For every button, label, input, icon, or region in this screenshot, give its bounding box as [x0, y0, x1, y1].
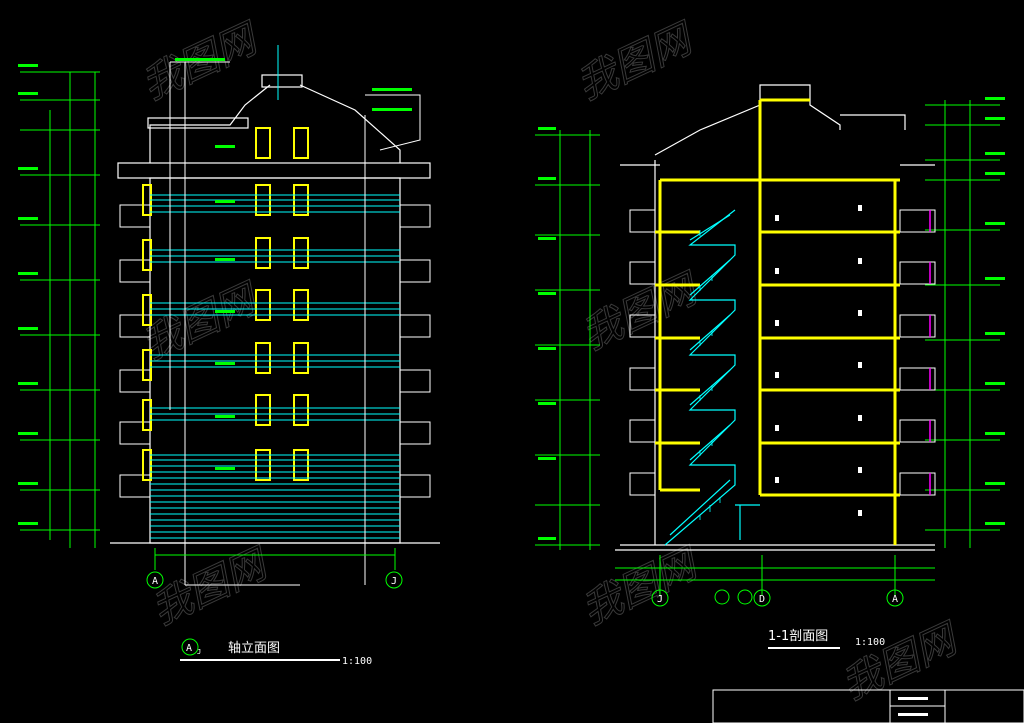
axis-label: A [892, 594, 898, 605]
watermark: 我图网 [570, 15, 703, 110]
axis-bubble-j [651, 589, 669, 607]
watermark-layer: 我图网 我图网 我图网 我图网 我图网 我图网 我图网 [134, 14, 968, 710]
title-bubble [181, 638, 199, 656]
elevation-title: 轴立面图 [228, 641, 280, 656]
level-markers [18, 64, 38, 525]
section-dimension-chain-right [925, 100, 1000, 548]
elevation-scale: 1:100 [342, 656, 372, 667]
section-title: 1-1剖面图 [768, 629, 828, 644]
title-block-text [898, 697, 928, 716]
axis-label: J [657, 594, 663, 605]
stair-treads [699, 230, 721, 520]
section-scale: 1:100 [855, 637, 885, 648]
cladding-lines [150, 45, 400, 539]
title-axis-from: A [186, 643, 192, 654]
axis-bubble-a [146, 571, 164, 589]
axis-label: A [152, 576, 158, 587]
staircase [664, 209, 760, 546]
axis-label: J [391, 576, 397, 587]
section-dimension-chain-left [535, 130, 600, 550]
section-balconies-right [899, 209, 936, 496]
axis-bubble-d [753, 589, 771, 607]
title-axis-to: J [197, 648, 201, 656]
side-windows [142, 184, 152, 481]
title-block [712, 689, 1024, 723]
watermark: 我图网 [575, 540, 708, 635]
axis-bubble-a [886, 589, 904, 607]
section-base-dimension [615, 555, 935, 605]
elevation-notes [175, 58, 412, 470]
section-notes [775, 205, 862, 516]
watermark: 我图网 [835, 615, 968, 710]
axis-bubble-j [385, 571, 403, 589]
floor-slabs [655, 98, 900, 545]
facade-windows [255, 127, 309, 481]
base-dimension [154, 548, 396, 570]
watermark: 我图网 [145, 540, 278, 635]
axis-label: D [759, 594, 765, 605]
leader-lines [169, 61, 421, 586]
section-drawing: J D A 1-1剖面图 1:100 [535, 84, 1005, 649]
elevation-drawing: A J A J 轴立面图 1:100 [18, 45, 440, 667]
section-level-markers [538, 97, 1005, 540]
section-balconies-left [629, 209, 656, 496]
level-dimension-chain [20, 71, 100, 548]
